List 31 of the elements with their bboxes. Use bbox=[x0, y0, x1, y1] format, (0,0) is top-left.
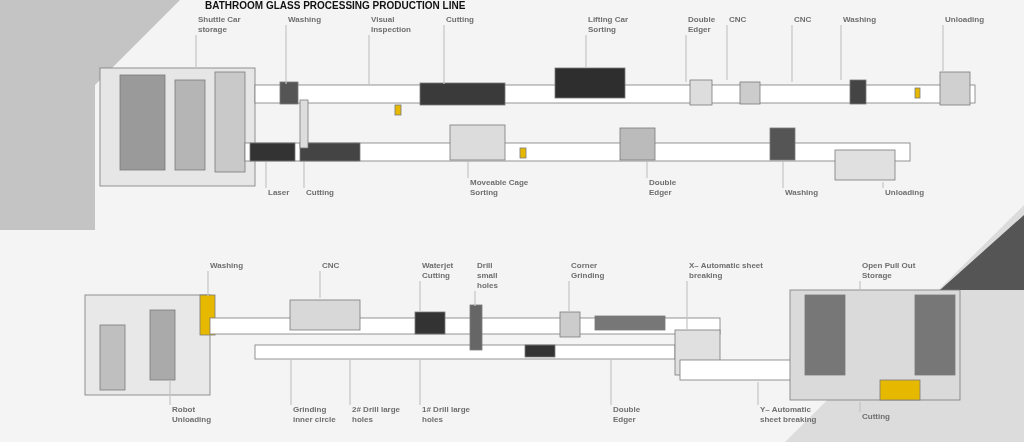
callout-label: Robot Unloading bbox=[169, 405, 222, 425]
callout-label: Shuttle Car storage bbox=[195, 15, 258, 35]
callout-label: Moveable Cage Sorting bbox=[467, 178, 545, 198]
callout-label: Double Edger bbox=[646, 178, 689, 198]
callout-label: Cutting bbox=[859, 412, 902, 422]
callout-label: CNC bbox=[319, 261, 352, 271]
callout-label: CNC bbox=[726, 15, 759, 25]
callout-label: Visual Inspection bbox=[368, 15, 421, 35]
callout-label: Unloading bbox=[882, 188, 935, 198]
callout-label: Washing bbox=[840, 15, 893, 25]
callout-label: Unloading bbox=[942, 15, 995, 25]
callout-label: Grinding inner circle bbox=[290, 405, 348, 425]
callout-label: Drill small holes bbox=[474, 261, 507, 291]
callout-label: Corner Grinding bbox=[568, 261, 621, 281]
callout-label: Double Edger bbox=[685, 15, 724, 35]
callout-label: X– Automatic sheet breaking bbox=[686, 261, 769, 281]
callout-label: Y– Automatic sheet breaking bbox=[757, 405, 828, 425]
callout-label: Washing bbox=[207, 261, 260, 271]
callout-label: Open Pull Out Storage bbox=[859, 261, 927, 281]
callout-label: Laser bbox=[265, 188, 298, 198]
callout-label: Washing bbox=[782, 188, 830, 198]
callout-label: 1# Drill large holes bbox=[419, 405, 477, 425]
callout-label: Double Edger bbox=[610, 405, 653, 425]
callout-label: Cutting bbox=[303, 188, 346, 198]
callout-label: Waterjet Cutting bbox=[419, 261, 467, 281]
callout-label: Lifting Car Sorting bbox=[585, 15, 648, 35]
callout-label: Cutting bbox=[443, 15, 496, 25]
callout-label: 2# Drill large holes bbox=[349, 405, 407, 425]
callout-label: CNC bbox=[791, 15, 824, 25]
callout-label: Washing bbox=[285, 15, 338, 25]
diagram-title: BATHROOM GLASS PROCESSING PRODUCTION LINE bbox=[205, 0, 466, 11]
